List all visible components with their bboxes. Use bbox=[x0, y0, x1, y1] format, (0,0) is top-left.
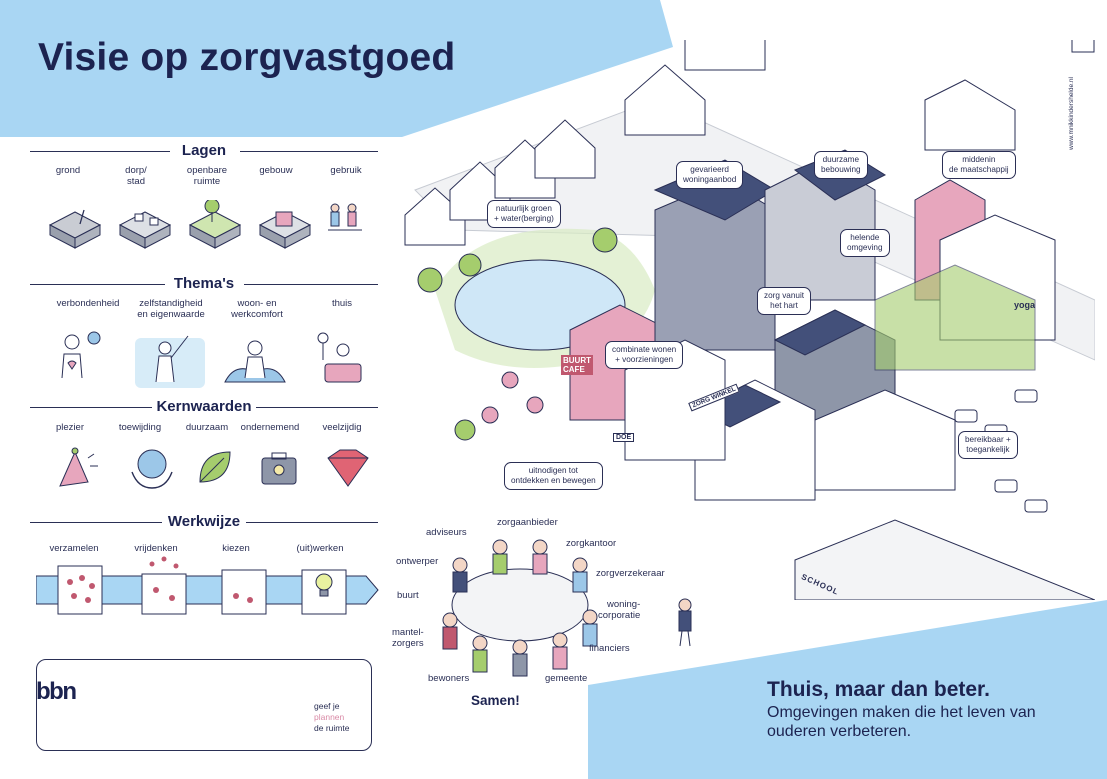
top-left-blue-panel bbox=[0, 0, 673, 137]
tagline-line-2: plannen bbox=[314, 712, 345, 722]
kernwaarden-label-veelzijdig: veelzijdig bbox=[322, 422, 362, 433]
isometric-neighbourhood-illustration bbox=[404, 40, 1095, 600]
verzamelen-box-icon bbox=[57, 565, 103, 615]
verbondenheid-person-icon bbox=[61, 331, 101, 379]
werkwijze-illustration bbox=[36, 556, 379, 615]
page-title: Visie op zorgvastgoed bbox=[38, 36, 456, 79]
kernwaarden-label-toewijding: toewijding bbox=[118, 422, 162, 433]
kernwaarden-label-ondernemend: ondernemend bbox=[240, 422, 300, 433]
werkwijze-label-uitwerken: (uit)werken bbox=[296, 543, 344, 554]
lagen-label-gebruik: gebruik bbox=[330, 165, 362, 176]
dorp-stad-block-icon bbox=[118, 211, 172, 249]
hands-globe-icon bbox=[131, 449, 173, 489]
werkwijze-label-verzamelen: verzamelen bbox=[49, 543, 99, 554]
illustrator-signature bbox=[1071, 40, 1095, 53]
themas-illustrations bbox=[61, 331, 362, 388]
actor-financiers: financiers bbox=[589, 643, 630, 654]
callout-gevarieerd-woningaanbod: gevarieerd woningaanbod bbox=[676, 161, 744, 189]
lagen-label-openbare-ruimte: openbare ruimte bbox=[186, 165, 228, 187]
kernwaarden-label-plezier: plezier bbox=[56, 422, 84, 433]
thuis-chair-icon bbox=[317, 332, 362, 383]
grond-block-icon bbox=[48, 209, 102, 249]
callout-helende-omgeving: helende omgeving bbox=[840, 229, 890, 257]
section-themas-heading: Thema's bbox=[30, 275, 378, 295]
actor-mantelzorgers: mantel- zorgers bbox=[392, 627, 424, 649]
slogan: Thuis, maar dan beter. bbox=[767, 678, 990, 701]
stakeholder-people bbox=[442, 539, 598, 677]
gebruik-people-icon bbox=[328, 203, 362, 231]
lagen-label-gebouw: gebouw bbox=[259, 165, 293, 176]
actor-zorgverzekeraar: zorgverzekeraar bbox=[596, 568, 665, 579]
section-lagen-heading: Lagen bbox=[30, 142, 378, 162]
openbare-ruimte-block-icon bbox=[188, 200, 242, 249]
gebouw-block-icon bbox=[258, 211, 312, 249]
school-building bbox=[794, 519, 1095, 600]
kernwaarden-label-duurzaam: duurzaam bbox=[185, 422, 229, 433]
illustrator-credit: www.mnikkindershelde.nl bbox=[1068, 77, 1075, 150]
meeting-table bbox=[451, 568, 589, 642]
callout-bereikbaar-toegankelijk: bereikbaar + toegankelijk bbox=[958, 431, 1018, 459]
callout-middenin-de-maatschappij: middenin de maatschappij bbox=[942, 151, 1016, 179]
callout-uitnodigen-tot-bewegen: uitnodigen tot ontdekken en bewegen bbox=[504, 462, 603, 490]
themas-label-thuis: thuis bbox=[331, 298, 353, 309]
briefcase-lightbulb-icon bbox=[261, 452, 297, 485]
sign-yoga: yoga bbox=[1014, 300, 1036, 310]
sign-doe: DOE bbox=[613, 433, 635, 442]
actor-woningcorporatie: woning- corporatie bbox=[598, 599, 641, 621]
zelfstandigheid-person-icon bbox=[135, 335, 205, 388]
logo-box bbox=[36, 659, 372, 751]
werkwijze-label-vrijdenken: vrijdenken bbox=[134, 543, 178, 554]
tagline-line-1: geef je bbox=[314, 701, 340, 711]
stakeholder-table-illustration bbox=[442, 539, 598, 677]
gem-icon bbox=[327, 449, 369, 487]
samen-label: Samen! bbox=[471, 693, 520, 708]
themas-heading: Thema's bbox=[173, 275, 235, 292]
background-houses bbox=[404, 119, 596, 246]
bottom-right-blue-panel bbox=[588, 600, 1107, 779]
building-complex bbox=[569, 149, 1056, 501]
actor-adviseurs: adviseurs bbox=[426, 527, 467, 538]
actor-bewoners: bewoners bbox=[428, 673, 470, 684]
actor-zorgaanbieder: zorgaanbieder bbox=[497, 517, 558, 528]
cafe-terrace bbox=[481, 371, 544, 424]
vrijdenken-box-icon bbox=[141, 556, 187, 615]
uitwerken-lightbulb-icon bbox=[301, 569, 347, 615]
kernwaarden-illustrations bbox=[59, 447, 369, 489]
lagen-illustrations bbox=[48, 200, 362, 249]
leaf-icon bbox=[199, 451, 231, 483]
callout-zorg-vanuit-het-hart: zorg vanuit het hart bbox=[757, 287, 812, 315]
lagen-label-grond: grond bbox=[55, 165, 81, 176]
top-right-houses bbox=[624, 40, 1016, 151]
logo-tagline: geef je plannen de ruimte bbox=[314, 701, 349, 734]
lagen-label-dorp-stad: dorp/ stad bbox=[125, 165, 147, 187]
werkwijze-heading: Werkwijze bbox=[167, 513, 241, 530]
slogan-subtitle: Omgevingen maken die het leven van ouder… bbox=[767, 704, 1036, 740]
tagline-line-3: de ruimte bbox=[314, 723, 350, 733]
party-hat-icon bbox=[59, 447, 98, 487]
actor-ontwerper: ontwerper bbox=[396, 556, 439, 567]
kernwaarden-heading: Kernwaarden bbox=[156, 398, 252, 415]
werkwijze-label-kiezen: kiezen bbox=[222, 543, 250, 554]
actor-zorgkantoor: zorgkantoor bbox=[566, 538, 617, 549]
callout-duurzame-bebouwing: duurzame bebouwing bbox=[814, 151, 868, 179]
bbn-logo: bbn bbox=[36, 678, 77, 705]
sign-buurt-cafe: BUURT CAFE bbox=[561, 355, 593, 375]
callout-natuurlijk-groen: natuurlijk groen + water(berging) bbox=[487, 200, 561, 228]
callout-combinatie-wonen: combinate wonen + voorzieningen bbox=[605, 341, 684, 369]
actor-buurt: buurt bbox=[397, 590, 419, 601]
themas-label-zelfstandigheid: zelfstandigheid en eigenwaarde bbox=[137, 298, 205, 320]
kiezen-box-icon bbox=[221, 569, 267, 615]
section-kernwaarden-heading: Kernwaarden bbox=[30, 398, 378, 418]
woon-werkcomfort-person-icon bbox=[224, 340, 286, 383]
themas-label-woon-werkcomfort: woon- en werkcomfort bbox=[231, 298, 283, 320]
lagen-heading: Lagen bbox=[181, 142, 227, 159]
standing-person-illustration bbox=[678, 598, 692, 647]
themas-label-verbondenheid: verbondenheid bbox=[56, 298, 120, 309]
actor-gemeente: gemeente bbox=[545, 673, 588, 684]
section-werkwijze-heading: Werkwijze bbox=[30, 513, 378, 533]
